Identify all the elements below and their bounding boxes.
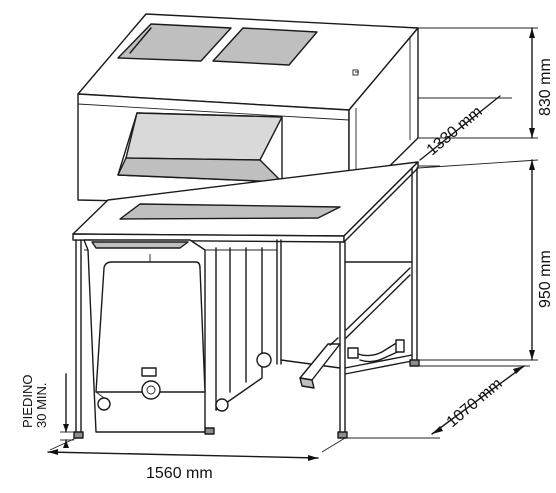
tray-hose bbox=[299, 337, 405, 389]
dimension-lines bbox=[47, 27, 539, 461]
label-1070-mm: 1070 mm bbox=[444, 375, 506, 431]
frame bbox=[73, 167, 420, 439]
label-1330-mm: 1330 mm bbox=[424, 103, 486, 159]
hood-unit bbox=[77, 13, 419, 207]
label-piedino: PIEDINO bbox=[20, 375, 35, 428]
worktop bbox=[72, 161, 419, 243]
label-30-min: 30 MIN. bbox=[34, 382, 49, 428]
label-950-mm: 950 mm bbox=[537, 250, 554, 308]
label-830-mm: 830 mm bbox=[537, 58, 554, 116]
label-1560-mm: 1560 mm bbox=[146, 465, 213, 482]
bin-assembly bbox=[83, 239, 277, 433]
